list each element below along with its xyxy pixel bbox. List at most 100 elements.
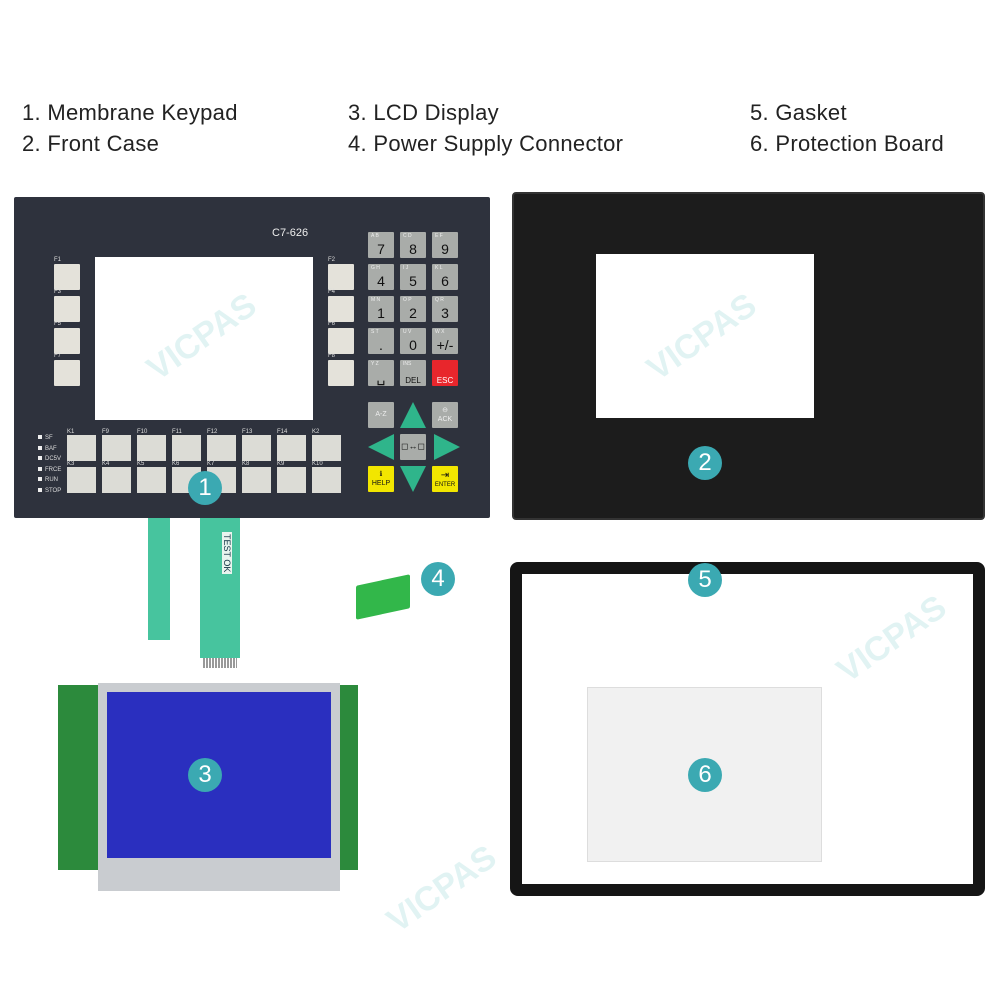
bottom-key-f9[interactable] xyxy=(102,435,131,461)
fkey-label: F5 xyxy=(54,321,62,327)
fkey-f3[interactable] xyxy=(54,296,80,322)
bottom-key-f11[interactable] xyxy=(172,435,201,461)
fkey-f4[interactable] xyxy=(328,296,354,322)
numeric-key[interactable]: S T. xyxy=(368,328,394,354)
key-label: 3 xyxy=(441,305,449,321)
ack-key[interactable]: ⊖ACK xyxy=(432,402,458,428)
key-letters: INS xyxy=(403,361,412,367)
key-letters: Y Z xyxy=(371,361,379,367)
bottom-key-k1[interactable] xyxy=(67,435,96,461)
bottom-key-label: K4 xyxy=(102,461,110,467)
numeric-key[interactable]: INS DEL xyxy=(400,360,426,386)
bottom-key-label: K10 xyxy=(312,461,323,467)
bottom-key-k2[interactable] xyxy=(312,435,341,461)
fkey-f5[interactable] xyxy=(54,328,80,354)
bottom-key-label: K1 xyxy=(67,429,75,435)
led-stop: STOP xyxy=(38,487,61,494)
bottom-key-label: F10 xyxy=(137,429,148,435)
led-baf: BAF xyxy=(38,445,57,452)
legend-item-4: 4. Power Supply Connector xyxy=(348,131,624,156)
key-label: 2 xyxy=(409,305,417,321)
fkey-f1[interactable] xyxy=(54,264,80,290)
legend-item-6: 6. Protection Board xyxy=(750,131,945,156)
legend-item-5: 5. Gasket xyxy=(750,100,847,125)
numeric-key[interactable]: K L 6 xyxy=(432,264,458,290)
ribbon-cable-right xyxy=(200,515,240,640)
numeric-key[interactable]: ESC xyxy=(432,360,458,386)
fkey-f8[interactable] xyxy=(328,360,354,386)
arrow-left-key[interactable] xyxy=(368,434,394,460)
case-window xyxy=(596,254,814,418)
key-label: 4 xyxy=(377,273,385,289)
numeric-key[interactable]: W X+/- xyxy=(432,328,458,354)
bottom-key-k8[interactable] xyxy=(242,467,271,493)
badge-6: 6 xyxy=(688,758,722,792)
enter-key[interactable]: ⇥ENTER xyxy=(432,466,458,492)
bottom-key-f13[interactable] xyxy=(242,435,271,461)
bottom-key-label: K5 xyxy=(137,461,145,467)
key-label: 5 xyxy=(409,273,417,289)
bottom-key-label: K7 xyxy=(207,461,215,467)
watermark: VICPAS xyxy=(380,837,504,941)
key-letters: K L xyxy=(435,265,443,271)
badge-3: 3 xyxy=(188,758,222,792)
bottom-key-f10[interactable] xyxy=(137,435,166,461)
fkey-f2[interactable] xyxy=(328,264,354,290)
arrow-right-key[interactable] xyxy=(434,434,460,460)
key-letters: W X xyxy=(435,329,445,335)
fkey-label: F2 xyxy=(328,257,336,263)
ribbon-cable-left xyxy=(148,515,170,640)
bottom-key-k9[interactable] xyxy=(277,467,306,493)
key-label: 6 xyxy=(441,273,449,289)
bottom-key-k10[interactable] xyxy=(312,467,341,493)
gasket xyxy=(510,562,985,896)
model-label: C7-626 xyxy=(272,227,309,239)
bottom-key-label: K2 xyxy=(312,429,320,435)
led-frce: FRCE xyxy=(38,466,61,473)
key-label: 9 xyxy=(441,241,449,257)
bottom-key-label: F14 xyxy=(277,429,288,435)
bottom-key-label: F12 xyxy=(207,429,218,435)
key-label: DEL xyxy=(405,376,421,385)
key-letters: E F xyxy=(435,233,443,239)
numeric-key[interactable]: Y Z␣ xyxy=(368,360,394,386)
fkey-f7[interactable] xyxy=(54,360,80,386)
bottom-key-k5[interactable] xyxy=(137,467,166,493)
fkey-label: F1 xyxy=(54,257,62,263)
fkey-f6[interactable] xyxy=(328,328,354,354)
front-case xyxy=(512,192,985,520)
bottom-key-f12[interactable] xyxy=(207,435,236,461)
bottom-key-label: K8 xyxy=(242,461,250,467)
fkey-label: F3 xyxy=(54,289,62,295)
key-letters: I J xyxy=(403,265,409,271)
numeric-key[interactable]: E F 9 xyxy=(432,232,458,258)
bottom-key-k3[interactable] xyxy=(67,467,96,493)
az-key[interactable]: A-Z xyxy=(368,402,394,428)
arrow-up-key[interactable] xyxy=(400,402,426,428)
key-label: . xyxy=(379,337,383,353)
key-letters: G H xyxy=(371,265,380,271)
bottom-key-label: K3 xyxy=(67,461,75,467)
key-label: 1 xyxy=(377,305,385,321)
fkey-label: F7 xyxy=(54,353,62,359)
key-letters: A B xyxy=(371,233,379,239)
led-run: RUN xyxy=(38,477,58,483)
numeric-key[interactable]: G H 4 xyxy=(368,264,394,290)
legend-item-1: 1. Membrane Keypad xyxy=(22,100,238,125)
key-letters: U V xyxy=(403,329,412,335)
ribbon-end xyxy=(200,640,240,658)
bottom-key-k4[interactable] xyxy=(102,467,131,493)
key-letters: C D xyxy=(403,233,412,239)
arrow-down-key[interactable] xyxy=(400,466,426,492)
bottom-key-f14[interactable] xyxy=(277,435,306,461)
switch-key[interactable]: ◻↔◻ xyxy=(400,434,426,460)
